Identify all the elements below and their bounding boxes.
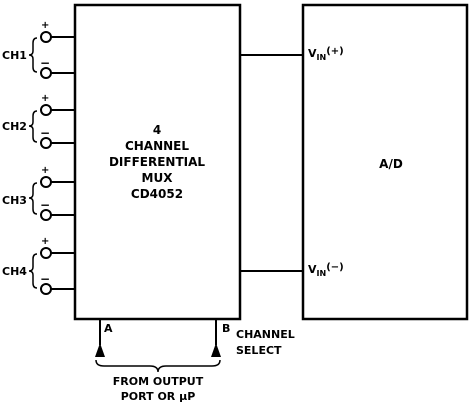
ch1-plus-terminal xyxy=(40,31,52,43)
ch2-plus-sign: + xyxy=(41,93,49,104)
ch3-minus-terminal xyxy=(40,209,52,221)
ch4-minus-sign: − xyxy=(40,272,50,286)
select-brace xyxy=(95,359,221,373)
channel-1: + − CH1 xyxy=(2,20,75,79)
ch1-plus-sign: + xyxy=(41,20,49,31)
ch3-plus-terminal xyxy=(40,176,52,188)
ch3-minus-sign: − xyxy=(40,198,50,212)
ch1-minus-sign: − xyxy=(40,56,50,70)
ch1-label: CH1 xyxy=(2,49,27,62)
channel-4: + − CH4 xyxy=(2,236,75,295)
source-line-1: FROM OUTPUT xyxy=(113,375,204,388)
mux-block xyxy=(73,3,242,321)
ch3-plus-sign: + xyxy=(41,165,49,176)
pin-a-arrow xyxy=(95,343,105,357)
mux-label: 4 CHANNEL DIFFERENTIAL MUX CD4052 xyxy=(109,123,205,201)
pin-b-arrow xyxy=(211,343,221,357)
ch2-minus-terminal xyxy=(40,137,52,149)
adc-block xyxy=(301,3,469,321)
channel-select-line-1: CHANNEL xyxy=(236,328,295,341)
ch2-plus-terminal xyxy=(40,104,52,116)
vin-minus-label: VIN(−) xyxy=(308,262,344,278)
vin-plus-label: VIN(+) xyxy=(308,46,344,62)
ch4-plus-terminal xyxy=(40,247,52,259)
channel-select-line-2: SELECT xyxy=(236,344,282,357)
mux-line-3: DIFFERENTIAL xyxy=(109,155,205,169)
ch2-label: CH2 xyxy=(2,120,27,133)
ch4-label: CH4 xyxy=(2,265,27,278)
mux-line-1: 4 xyxy=(153,123,161,137)
mux-line-5: CD4052 xyxy=(131,187,183,201)
ch3-label: CH3 xyxy=(2,194,27,207)
ch2-minus-sign: − xyxy=(40,126,50,140)
ch1-minus-terminal xyxy=(40,67,52,79)
pin-a-label: A xyxy=(104,322,113,335)
channel-2: + − CH2 xyxy=(2,93,75,149)
mux-line-4: MUX xyxy=(142,171,174,185)
channel-3: + − CH3 xyxy=(2,165,75,221)
ch4-minus-terminal xyxy=(40,283,52,295)
source-line-2: PORT OR μP xyxy=(121,390,196,403)
adc-label: A/D xyxy=(379,157,403,171)
mux-line-2: CHANNEL xyxy=(125,139,189,153)
ch4-plus-sign: + xyxy=(41,236,49,247)
pin-b-label: B xyxy=(222,322,230,335)
